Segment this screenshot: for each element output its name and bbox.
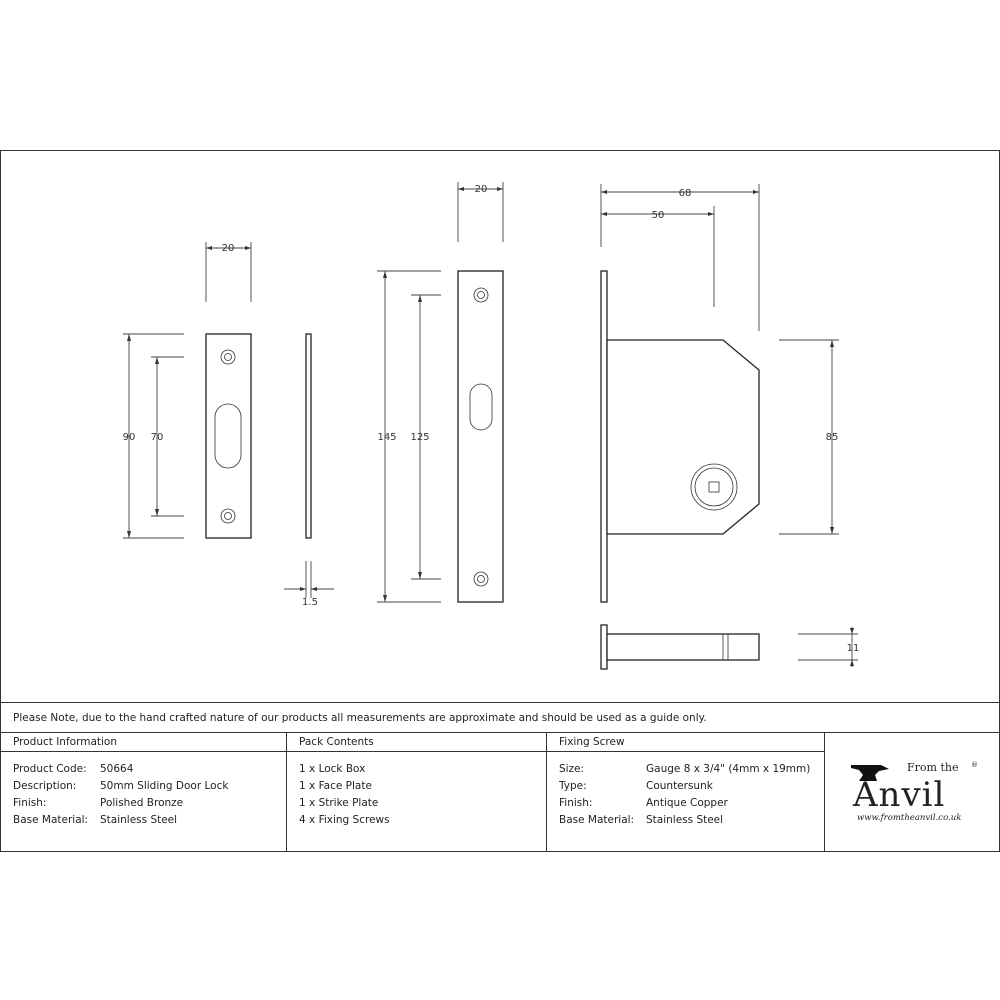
spec-value: Countersunk [646,780,713,792]
dim-case-depth: 68 [600,184,760,331]
spec-row: Finish: Polished Bronze [13,795,286,812]
spec-key: Base Material: [559,814,635,826]
dim-label: 90 [123,432,136,443]
logo-name: Anvil [853,775,946,815]
spec-value: 50664 [100,763,134,775]
product-info-column: Product Information Product Code: 50664 D… [1,733,287,852]
logo-column: From the ® Anvil www.fromtheanvil.co.uk [825,733,999,852]
spec-value: 50mm Sliding Door Lock [100,780,229,792]
dim-strike-width: 20 [205,242,252,302]
logo-registered: ® [971,761,978,769]
spec-row: Product Code: 50664 [13,761,286,778]
face-plate [457,270,504,603]
lock-case-side [600,270,760,603]
spec-row: Type: Countersunk [559,778,824,795]
dim-label: 70 [151,432,164,443]
dim-strike-holes: 70 [151,356,184,517]
dim-face-height: 145 [377,270,441,603]
dim-label: 20 [475,184,488,195]
logo-url: www.fromtheanvil.co.uk [857,813,962,823]
pack-item: 4 x Fixing Screws [299,814,390,826]
spec-value: Polished Bronze [100,797,184,809]
technical-drawing-sheet: 20 90 70 1.5 [0,150,1000,852]
spec-row: Base Material: Stainless Steel [559,812,824,829]
strike-plate-front [205,333,252,539]
lock-diagram: 20 90 70 1.5 [123,182,859,670]
fixing-screw-column: Fixing Screw Size: Gauge 8 x 3/4" (4mm x … [547,733,825,852]
dim-strike-height: 90 [123,333,184,539]
spec-key: Size: [559,763,585,775]
dim-label: 85 [826,432,839,443]
measurement-note: Please Note, due to the hand crafted nat… [1,702,999,732]
dim-label: 50 [652,210,665,221]
spec-value: Stainless Steel [646,814,724,826]
spec-row: Size: Gauge 8 x 3/4" (4mm x 19mm) [559,761,824,778]
dim-face-holes: 125 [410,294,441,580]
spec-key: Type: [559,780,587,792]
pack-contents-heading: Pack Contents [287,733,546,752]
logo-from-the: From the [907,761,959,774]
spec-table: Product Information Product Code: 50664 D… [1,732,999,852]
lock-case-top [600,624,760,670]
dim-label: 68 [679,188,692,199]
spec-key: Product Code: [13,763,87,775]
dim-case-height: 85 [779,339,839,535]
dim-case-thickness: 11 [798,627,859,667]
spec-key: Finish: [559,797,593,809]
spec-row: Base Material: Stainless Steel [13,812,286,829]
pack-contents-column: Pack Contents 1 x Lock Box 1 x Face Plat… [287,733,547,852]
pack-item: 1 x Strike Plate [299,797,379,809]
spec-key: Base Material: [13,814,89,826]
dim-face-width: 20 [457,182,504,242]
dim-label: 11 [847,643,860,654]
spec-key: Finish: [13,797,47,809]
strike-plate-side: 1.5 [284,333,334,608]
pack-item: 1 x Face Plate [299,780,372,792]
fixing-screw-heading: Fixing Screw [547,733,824,752]
spec-value: Gauge 8 x 3/4" (4mm x 19mm) [646,763,811,775]
dim-label: 1.5 [302,597,318,608]
dim-backset: 50 [601,206,715,307]
spec-row: Description: 50mm Sliding Door Lock [13,778,286,795]
dim-label: 145 [377,432,396,443]
dim-label: 20 [222,243,235,254]
spec-row: Finish: Antique Copper [559,795,824,812]
pack-item: 1 x Lock Box [299,763,366,775]
spec-value: Stainless Steel [100,814,178,826]
spec-key: Description: [13,780,77,792]
spec-value: Antique Copper [646,797,728,809]
product-info-heading: Product Information [1,733,286,752]
from-the-anvil-logo: From the ® Anvil www.fromtheanvil.co.uk [847,761,987,831]
dim-label: 125 [410,432,429,443]
anvil-icon [851,765,889,781]
